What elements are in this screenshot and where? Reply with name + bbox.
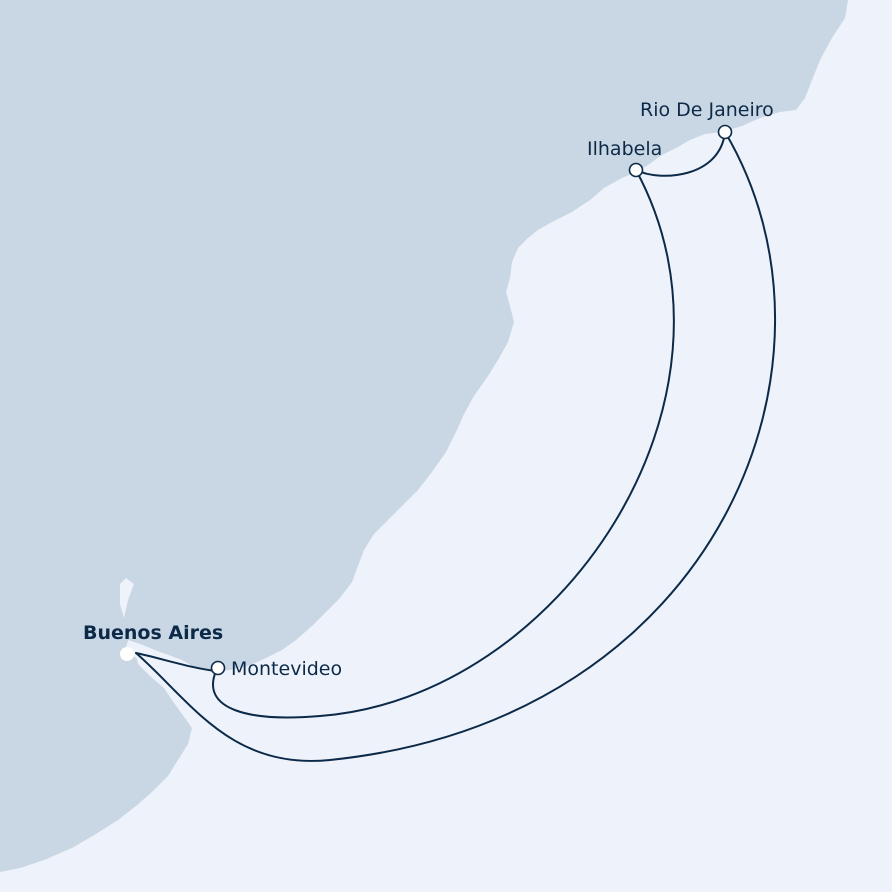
rio-label: Rio De Janeiro: [640, 99, 774, 121]
buenos-aires-label: Buenos Aires: [83, 622, 223, 644]
route-rio-buenos-aires: [135, 131, 777, 762]
montevideo-label: Montevideo: [231, 658, 342, 680]
route-ilhabela-rio: [635, 131, 726, 177]
land-south-america: [0, 0, 848, 872]
route-montevideo-ilhabela: [212, 169, 675, 719]
route-buenos-aires-montevideo: [135, 652, 217, 672]
rio-marker[interactable]: [717, 124, 733, 140]
rio-de-la-plata: [126, 640, 212, 680]
ilhabela-label: Ilhabela: [587, 138, 662, 160]
ilhabela-marker[interactable]: [628, 162, 644, 178]
buenos-aires-marker[interactable]: [120, 647, 134, 661]
montevideo-marker[interactable]: [210, 660, 226, 676]
parana-delta: [120, 578, 134, 618]
